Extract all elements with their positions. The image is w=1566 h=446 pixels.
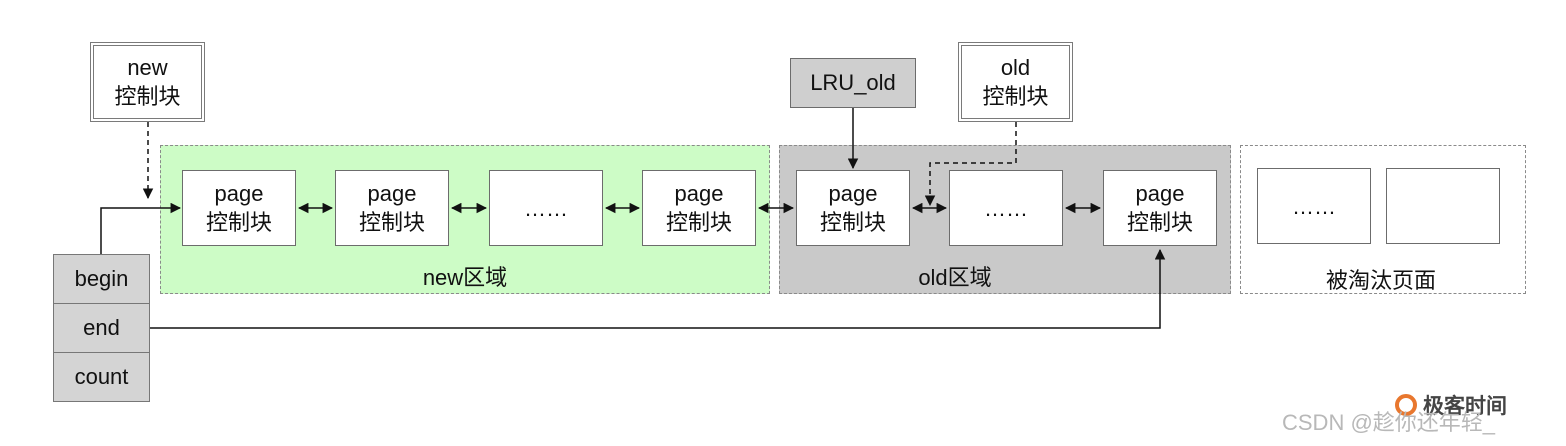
block-word: 控制块 [205,210,272,235]
ellipsis: …… [1292,193,1336,219]
evicted-region-label: 被淘汰页面 [1325,268,1436,293]
list-end-cell: end [53,303,150,353]
page-block-new-1: page 控制块 [182,170,296,246]
brand-logo: 极客时间 [1395,390,1507,420]
block-word: 控制块 [665,210,732,235]
old-pointer-line1: old [1000,55,1031,80]
new-pointer-box: new 控制块 [90,42,205,122]
page-word: page [1135,181,1185,206]
begin-arrow [100,202,182,254]
page-word: page [828,181,878,206]
list-end-label: end [83,315,120,340]
block-word: 控制块 [358,210,425,235]
page-block-new-2: page 控制块 [335,170,449,246]
list-count-cell: count [53,352,150,402]
list-begin-label: begin [74,266,129,291]
list-count-label: count [74,364,129,389]
old-pointer-line2: 控制块 [982,84,1049,109]
new-pointer-line1: new [127,55,168,80]
old-region-label: old区域 [918,265,992,290]
new-region-label: new区域 [422,265,508,290]
brand-logo-text: 极客时间 [1423,395,1507,418]
lru-old-box: LRU_old [790,58,916,108]
lru-old-label: LRU_old [810,70,896,95]
old-pointer-box: old 控制块 [958,42,1073,122]
list-begin-cell: begin [53,254,150,304]
csdn-watermark: CSDN @趁你还年轻_ [1282,410,1496,435]
page-word: page [367,181,417,206]
brand-logo-icon [1395,394,1417,416]
page-block-new-last: page 控制块 [642,170,756,246]
ellipsis: …… [524,195,568,221]
page-block-old-ellipsis: …… [949,170,1063,246]
ellipsis: …… [984,195,1028,221]
page-word: page [674,181,724,206]
evicted-page-empty [1386,168,1500,244]
page-block-old-1: page 控制块 [796,170,910,246]
evicted-page-ellipsis: …… [1257,168,1371,244]
block-word: 控制块 [819,210,886,235]
end-arrow [150,248,1166,329]
new-pointer-line2: 控制块 [114,84,181,109]
page-word: page [214,181,264,206]
page-block-old-last: page 控制块 [1103,170,1217,246]
old-pointer-arrow [924,122,1017,207]
block-word: 控制块 [1126,210,1193,235]
page-block-new-ellipsis: …… [489,170,603,246]
